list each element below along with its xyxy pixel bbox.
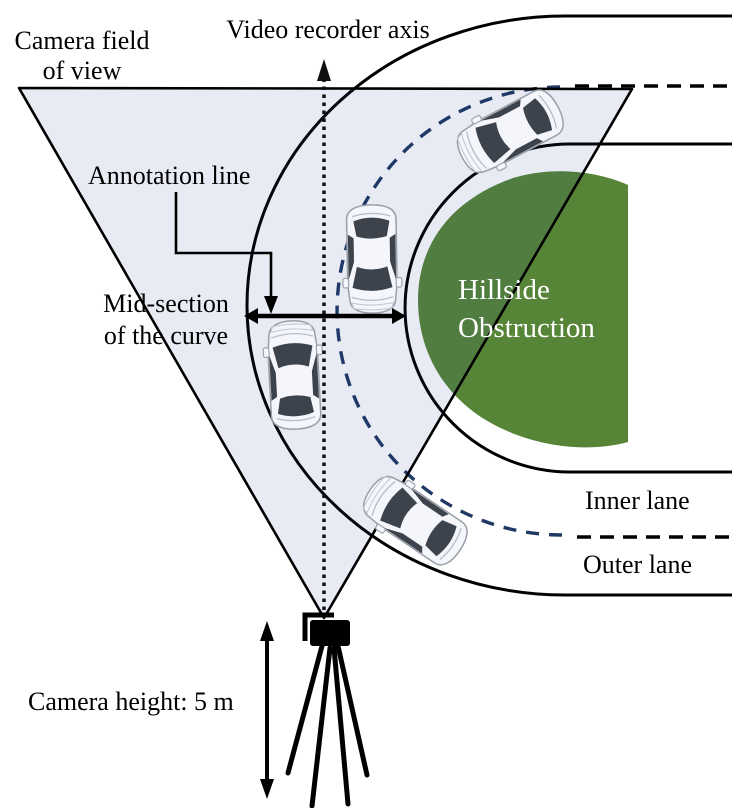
mid-section-double-arrow [244, 308, 406, 324]
tripod-icon [285, 643, 370, 808]
label-annotation-line: Annotation line [88, 161, 250, 190]
road-outer-edge [245, 14, 732, 597]
svg-text:Obstruction: Obstruction [458, 312, 595, 344]
svg-text:of the curve: of the curve [104, 321, 228, 350]
label-video-axis: Video recorder axis [226, 15, 429, 44]
label-mid-section: Mid-section of the curve [103, 289, 229, 350]
annotation-bracket [174, 192, 273, 298]
video-axis-arrowhead [317, 59, 331, 81]
label-inner-lane: Inner lane [585, 486, 690, 515]
annotation-arrowhead [264, 296, 278, 314]
svg-text:Hillside: Hillside [458, 274, 550, 306]
svg-text:Mid-section: Mid-section [103, 289, 229, 318]
camera-icon [302, 612, 350, 646]
label-camera-fov: Camera field of view [15, 26, 150, 85]
svg-text:Camera field: Camera field [15, 26, 150, 55]
label-hillside-obstruction: Hillside Obstruction [458, 274, 595, 344]
label-camera-height: Camera height: 5 m [28, 687, 234, 716]
svg-text:of view: of view [43, 56, 122, 85]
hillside-obstruction-shape [418, 171, 628, 448]
label-outer-lane: Outer lane [583, 550, 692, 579]
car-icon-inner-lane [340, 203, 404, 315]
road-center-line-curve [335, 85, 565, 537]
camera-height-arrow [260, 621, 274, 799]
